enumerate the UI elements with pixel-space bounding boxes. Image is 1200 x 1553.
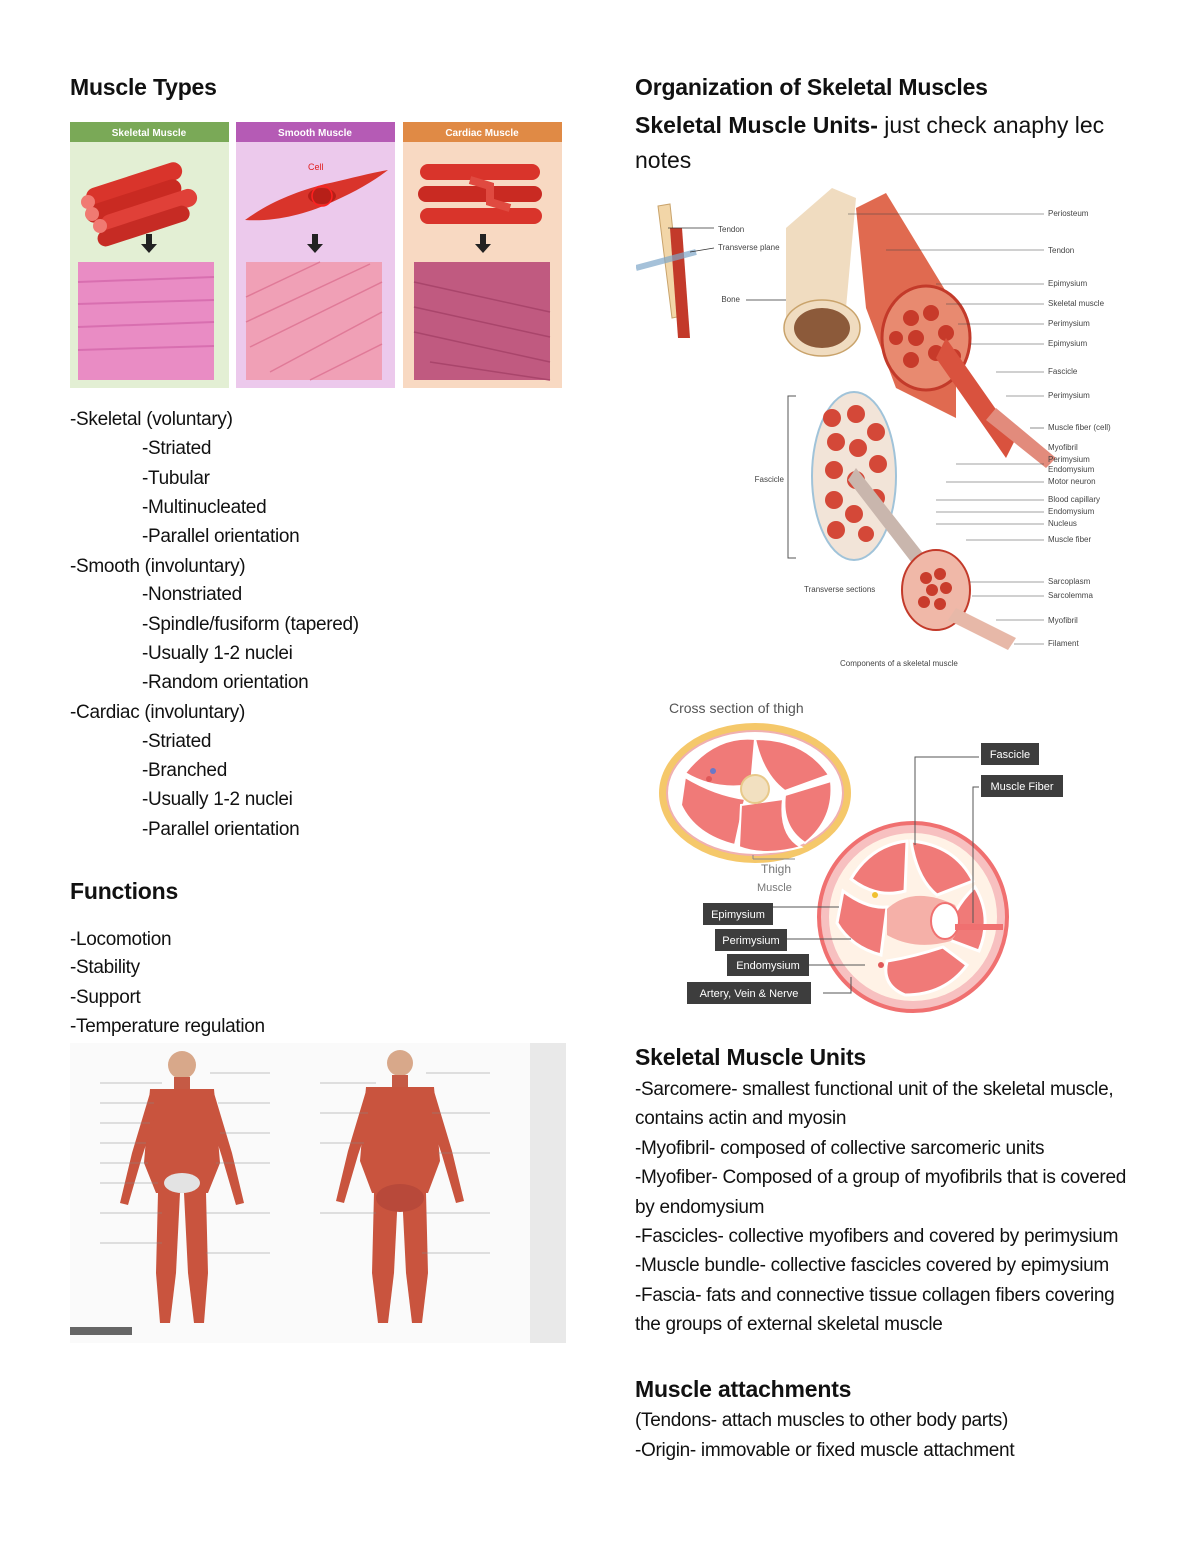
bone-label: Bone bbox=[721, 295, 740, 304]
type-skeletal: -Skeletal (voluntary) bbox=[70, 409, 233, 430]
smooth-panel-label: Smooth Muscle bbox=[278, 128, 352, 139]
tendon-label: Tendon bbox=[718, 225, 744, 234]
org-label: Muscle fiber (cell) bbox=[1048, 423, 1111, 432]
function-item: -Stability bbox=[70, 957, 140, 978]
org-label: Sarcolemma bbox=[1048, 591, 1093, 600]
fascicle-cross-section: Fascicle Transverse sections Components … bbox=[755, 391, 1016, 668]
thigh-cross-section-figure: Cross section of thigh Thigh Muscle Fasc… bbox=[659, 700, 1063, 1013]
thigh-figure-title: Cross section of thigh bbox=[669, 700, 804, 716]
smooth-histology bbox=[246, 262, 382, 380]
type-trait: -Striated bbox=[142, 438, 212, 459]
function-item: -Support bbox=[70, 987, 141, 1008]
fascicle-label: Fascicle bbox=[755, 475, 785, 484]
muscle-types-heading: Muscle Types bbox=[70, 74, 217, 100]
organization-heading: Organization of Skeletal Muscles bbox=[635, 74, 988, 100]
type-trait: -Usually 1-2 nuclei bbox=[142, 643, 293, 664]
org-label: Perimysium bbox=[1048, 319, 1090, 328]
tag-artery-vein-nerve: Artery, Vein & Nerve bbox=[700, 988, 799, 1000]
org-label: Perimysium bbox=[1048, 391, 1090, 400]
thigh-label: Thigh bbox=[761, 862, 791, 876]
org-label: Myofibril bbox=[1048, 616, 1078, 625]
org-label: Muscle fiber bbox=[1048, 535, 1091, 544]
tag-fascicle: Fascicle bbox=[990, 749, 1030, 761]
functions-heading: Functions bbox=[70, 878, 179, 904]
tag-perimysium: Perimysium bbox=[722, 935, 779, 947]
transverse-sections-label: Transverse sections bbox=[804, 585, 875, 594]
skeletal-fiber-bundle-illustration bbox=[81, 162, 198, 247]
tag-epimysium: Epimysium bbox=[711, 909, 765, 921]
type-trait: -Parallel orientation bbox=[142, 819, 300, 840]
attachments-heading: Muscle attachments bbox=[635, 1376, 852, 1402]
unit-item: -Fascia- fats and connective tissue coll… bbox=[635, 1284, 1115, 1336]
type-trait: -Spindle/fusiform (tapered) bbox=[142, 614, 359, 635]
muscular-system-figure bbox=[70, 1043, 566, 1343]
figure-caption: Components of a skeletal muscle bbox=[840, 659, 958, 668]
function-item: -Temperature regulation bbox=[70, 1016, 265, 1037]
org-label: Fascicle bbox=[1048, 367, 1078, 376]
posterior-body-illustration bbox=[336, 1050, 464, 1323]
transverse-plane-label: Transverse plane bbox=[718, 243, 780, 252]
attachment-item: -Origin- immovable or fixed muscle attac… bbox=[635, 1440, 1015, 1461]
org-label: Periosteum bbox=[1048, 209, 1089, 218]
type-trait: -Tubular bbox=[142, 468, 210, 489]
skeletal-panel-label: Skeletal Muscle bbox=[112, 128, 187, 139]
unit-item: -Sarcomere- smallest functional unit of … bbox=[635, 1079, 1114, 1130]
cardiac-panel-label: Cardiac Muscle bbox=[445, 128, 519, 139]
org-label: Filament bbox=[1048, 639, 1079, 648]
function-item: -Locomotion bbox=[70, 929, 172, 950]
attachment-item: (Tendons- attach muscles to other body p… bbox=[635, 1410, 1009, 1431]
org-label: Epimysium bbox=[1048, 279, 1087, 288]
org-label: Endomysium bbox=[1048, 465, 1095, 474]
type-trait: -Parallel orientation bbox=[142, 526, 300, 547]
type-trait: -Branched bbox=[142, 760, 227, 781]
type-trait: -Multinucleated bbox=[142, 497, 267, 518]
units-subheading: Skeletal Muscle Units- just check anaphy… bbox=[635, 108, 1115, 178]
units-subheading-bold: Skeletal Muscle Units- bbox=[635, 112, 878, 138]
org-label: Skeletal muscle bbox=[1048, 299, 1105, 308]
type-cardiac: -Cardiac (involuntary) bbox=[70, 702, 246, 723]
cardiac-fiber-illustration bbox=[418, 164, 542, 224]
org-label: Endomysium bbox=[1048, 507, 1095, 516]
cell-label: Cell bbox=[308, 162, 324, 172]
org-label: Nucleus bbox=[1048, 519, 1077, 528]
cardiac-histology bbox=[414, 262, 550, 380]
bone-illustration: Bone bbox=[721, 188, 861, 357]
skeletal-units-list: -Sarcomere- smallest functional unit of … bbox=[635, 1075, 1135, 1340]
skeletal-units-heading: Skeletal Muscle Units bbox=[635, 1044, 866, 1070]
muscle-types-figure: Skeletal Muscle Smooth Muscle Cardiac Mu… bbox=[70, 122, 562, 388]
type-smooth: -Smooth (involuntary) bbox=[70, 556, 246, 577]
muscle-body-illustration bbox=[856, 193, 1056, 468]
org-label: Blood capillary bbox=[1048, 495, 1100, 504]
org-label: Myofibril bbox=[1048, 443, 1078, 452]
org-label: Tendon bbox=[1048, 246, 1074, 255]
org-label: Motor neuron bbox=[1048, 477, 1096, 486]
type-trait: -Usually 1-2 nuclei bbox=[142, 789, 293, 810]
unit-item: -Myofibril- composed of collective sarco… bbox=[635, 1137, 1045, 1159]
skeletal-muscle-organization-figure: Tendon Transverse plane Bone bbox=[636, 188, 1111, 668]
org-label: Sarcoplasm bbox=[1048, 577, 1091, 586]
unit-item: -Myofiber- Composed of a group of myofib… bbox=[635, 1167, 1126, 1218]
arm-thumbnail: Tendon Transverse plane bbox=[636, 203, 780, 338]
type-trait: -Nonstriated bbox=[142, 584, 242, 605]
unit-item: -Muscle bundle- collective fascicles cov… bbox=[635, 1255, 1109, 1277]
muscle-label: Muscle bbox=[757, 882, 792, 894]
unit-item: -Fascicles- collective myofibers and cov… bbox=[635, 1226, 1119, 1248]
smooth-cell-illustration: Cell bbox=[245, 162, 388, 221]
org-label: Epimysium bbox=[1048, 339, 1087, 348]
anterior-body-illustration bbox=[120, 1051, 244, 1323]
units-subheading-rest: just check anaphy lec notes bbox=[635, 112, 1105, 173]
org-label: Perimysium bbox=[1048, 455, 1090, 464]
tag-muscle-fiber: Muscle Fiber bbox=[991, 781, 1054, 793]
tag-endomysium: Endomysium bbox=[736, 960, 800, 972]
type-trait: -Random orientation bbox=[142, 672, 309, 693]
type-trait: -Striated bbox=[142, 731, 212, 752]
